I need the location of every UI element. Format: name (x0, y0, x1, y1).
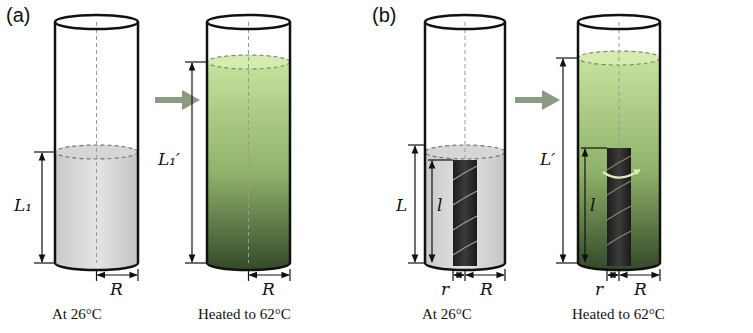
cylinder (578, 15, 660, 270)
dimension-label: r (595, 280, 603, 299)
dimension-label: L₁′ (158, 150, 180, 169)
dimension-label: R (110, 280, 123, 299)
cylinder (425, 15, 505, 270)
dimension-label: r (441, 280, 449, 299)
dimension-label: l (590, 196, 595, 215)
temperature-caption: At 26°C (52, 306, 102, 323)
panel-label: (b) (372, 4, 396, 26)
dimension-label: L (396, 196, 407, 215)
panel-label: (a) (6, 4, 30, 26)
cylinder (55, 15, 138, 270)
process-arrow (155, 90, 200, 110)
dimension-label: L′ (540, 150, 555, 169)
cylinder (207, 15, 290, 270)
dimension-label: R (634, 280, 647, 299)
dimension-lines (34, 58, 660, 281)
dimension-label: l (437, 196, 442, 215)
dimension-label: R (480, 280, 493, 299)
process-arrow (515, 90, 560, 110)
temperature-caption: Heated to 62°C (572, 306, 665, 323)
temperature-caption: Heated to 62°C (198, 306, 291, 323)
dimension-label: R (262, 280, 275, 299)
temperature-caption: At 26°C (422, 306, 472, 323)
dimension-label: L₁ (14, 196, 32, 215)
